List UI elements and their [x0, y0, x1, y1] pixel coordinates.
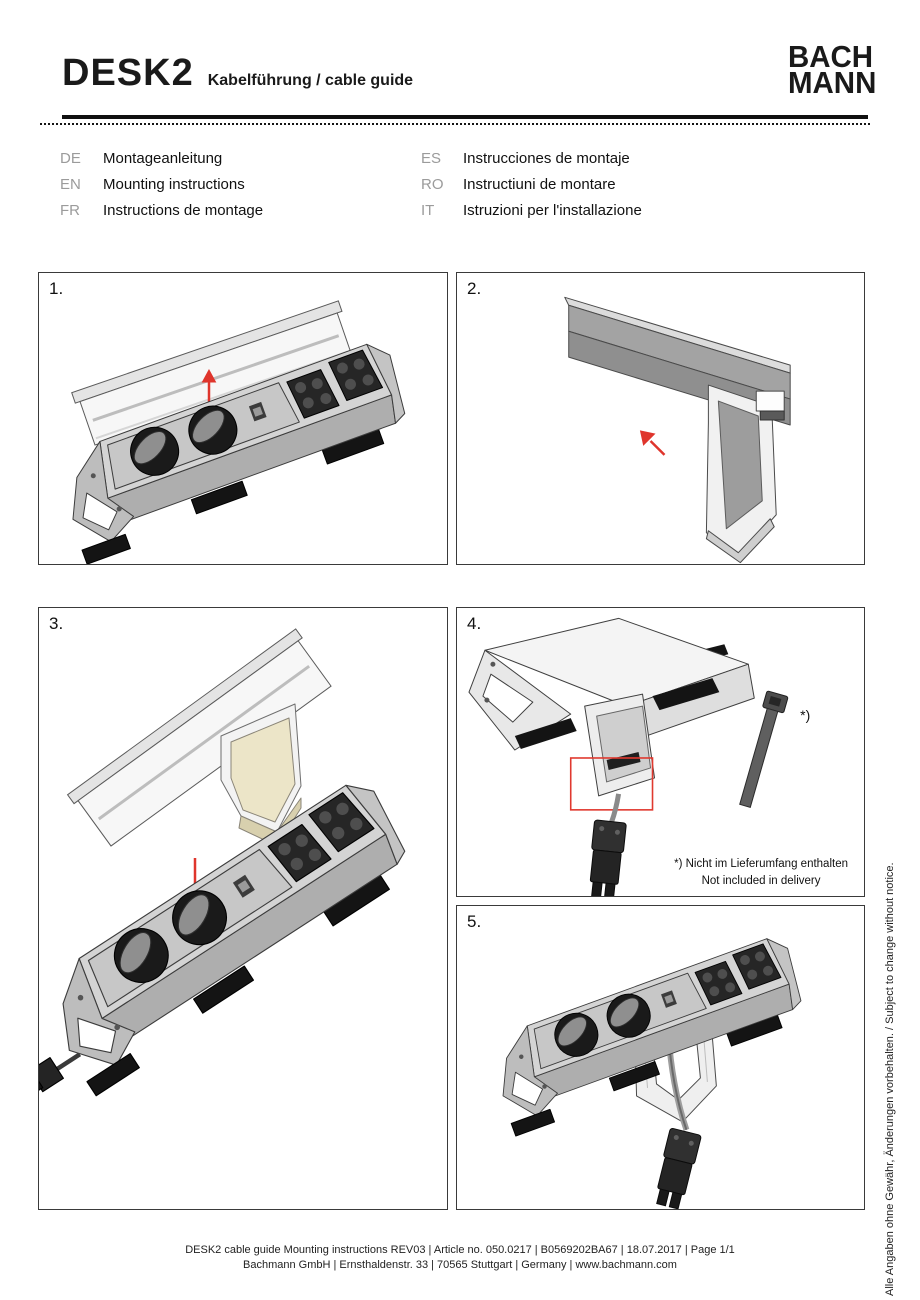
- header-rule-solid: [62, 115, 868, 119]
- lang-label-it: Istruzioni per l'installazione: [463, 202, 642, 219]
- header: DESK2 Kabelführung / cable guide: [62, 52, 413, 95]
- language-list: DE Montageanleitung ES Instrucciones de …: [60, 150, 642, 219]
- lang-code-de: DE: [60, 150, 81, 167]
- power-cable-connector: [656, 1033, 702, 1209]
- step-number-2: 2.: [467, 279, 482, 298]
- footer-line1: DESK2 cable guide Mounting instructions …: [185, 1244, 735, 1256]
- logo-line1: BACH: [788, 39, 874, 74]
- cable-tie: [739, 690, 789, 808]
- illustration-step-3: [39, 628, 406, 1101]
- desk2-unit-underside: [468, 617, 755, 751]
- delivery-footnote: *) Nicht im Lieferumfang enthalten Not i…: [674, 856, 848, 890]
- lang-code-it: IT: [421, 202, 435, 219]
- step-panel-5: 5.: [456, 905, 865, 1210]
- lang-label-fr: Instructions de montage: [103, 202, 264, 219]
- desk2-unit: [72, 343, 406, 564]
- cable-guide: [220, 703, 302, 847]
- highlight-box: [569, 757, 654, 811]
- footer-line2: Bachmann GmbH | Ernsthaldenstr. 33 | 705…: [243, 1259, 677, 1271]
- lang-code-es: ES: [421, 150, 442, 167]
- cable-guide-hook: [705, 384, 785, 564]
- header-rule-dotted: [40, 123, 870, 125]
- cable-guide-channel: [584, 693, 656, 797]
- lang-code-en: EN: [60, 176, 81, 193]
- illustration-step-4: *): [468, 617, 810, 896]
- lang-label-ro: Instructiuni de montare: [463, 176, 616, 193]
- up-arrow-icon: [201, 368, 217, 404]
- step-number-3: 3.: [49, 614, 64, 633]
- step-panel-3: 3.: [38, 607, 448, 1210]
- step-number-1: 1.: [49, 279, 64, 298]
- power-cable-connector: [589, 793, 627, 896]
- page-title: DESK2: [62, 52, 194, 94]
- illustration-step-5: [502, 938, 802, 1209]
- step-panel-4: 4.: [456, 607, 865, 897]
- lang-code-fr: FR: [60, 202, 80, 219]
- mounting-rail: [66, 628, 332, 847]
- step-panel-2: 2.: [456, 272, 865, 565]
- bachmann-logo: BACH MANN: [788, 39, 877, 100]
- revision-side-note: Alle Angaben ohne Gewähr, Änderungen vor…: [884, 862, 896, 1296]
- desk2-unit: [502, 938, 802, 1137]
- footnote-line-en: Not included in delivery: [701, 875, 821, 887]
- footnote-line-de: *) Nicht im Lieferumfang enthalten: [674, 858, 848, 870]
- illustration-step-2: [564, 296, 791, 564]
- logo-line2: MANN: [788, 65, 877, 100]
- step-number-4: 4.: [467, 614, 482, 633]
- asterisk-marker: *): [800, 707, 810, 723]
- desk2-unit: [39, 784, 406, 1101]
- lang-label-en: Mounting instructions: [103, 176, 245, 193]
- step-number-5: 5.: [467, 912, 482, 931]
- lang-label-es: Instrucciones de montaje: [463, 150, 630, 167]
- lang-code-ro: RO: [421, 176, 444, 193]
- up-left-arrow-icon: [639, 430, 666, 456]
- step-panel-1: 1.: [38, 272, 448, 565]
- lang-label-de: Montageanleitung: [103, 150, 223, 167]
- footer: DESK2 cable guide Mounting instructions …: [0, 1243, 920, 1273]
- mounting-rail: [71, 300, 353, 446]
- illustration-step-1: [71, 300, 406, 564]
- page-subtitle: Kabelführung / cable guide: [207, 72, 414, 89]
